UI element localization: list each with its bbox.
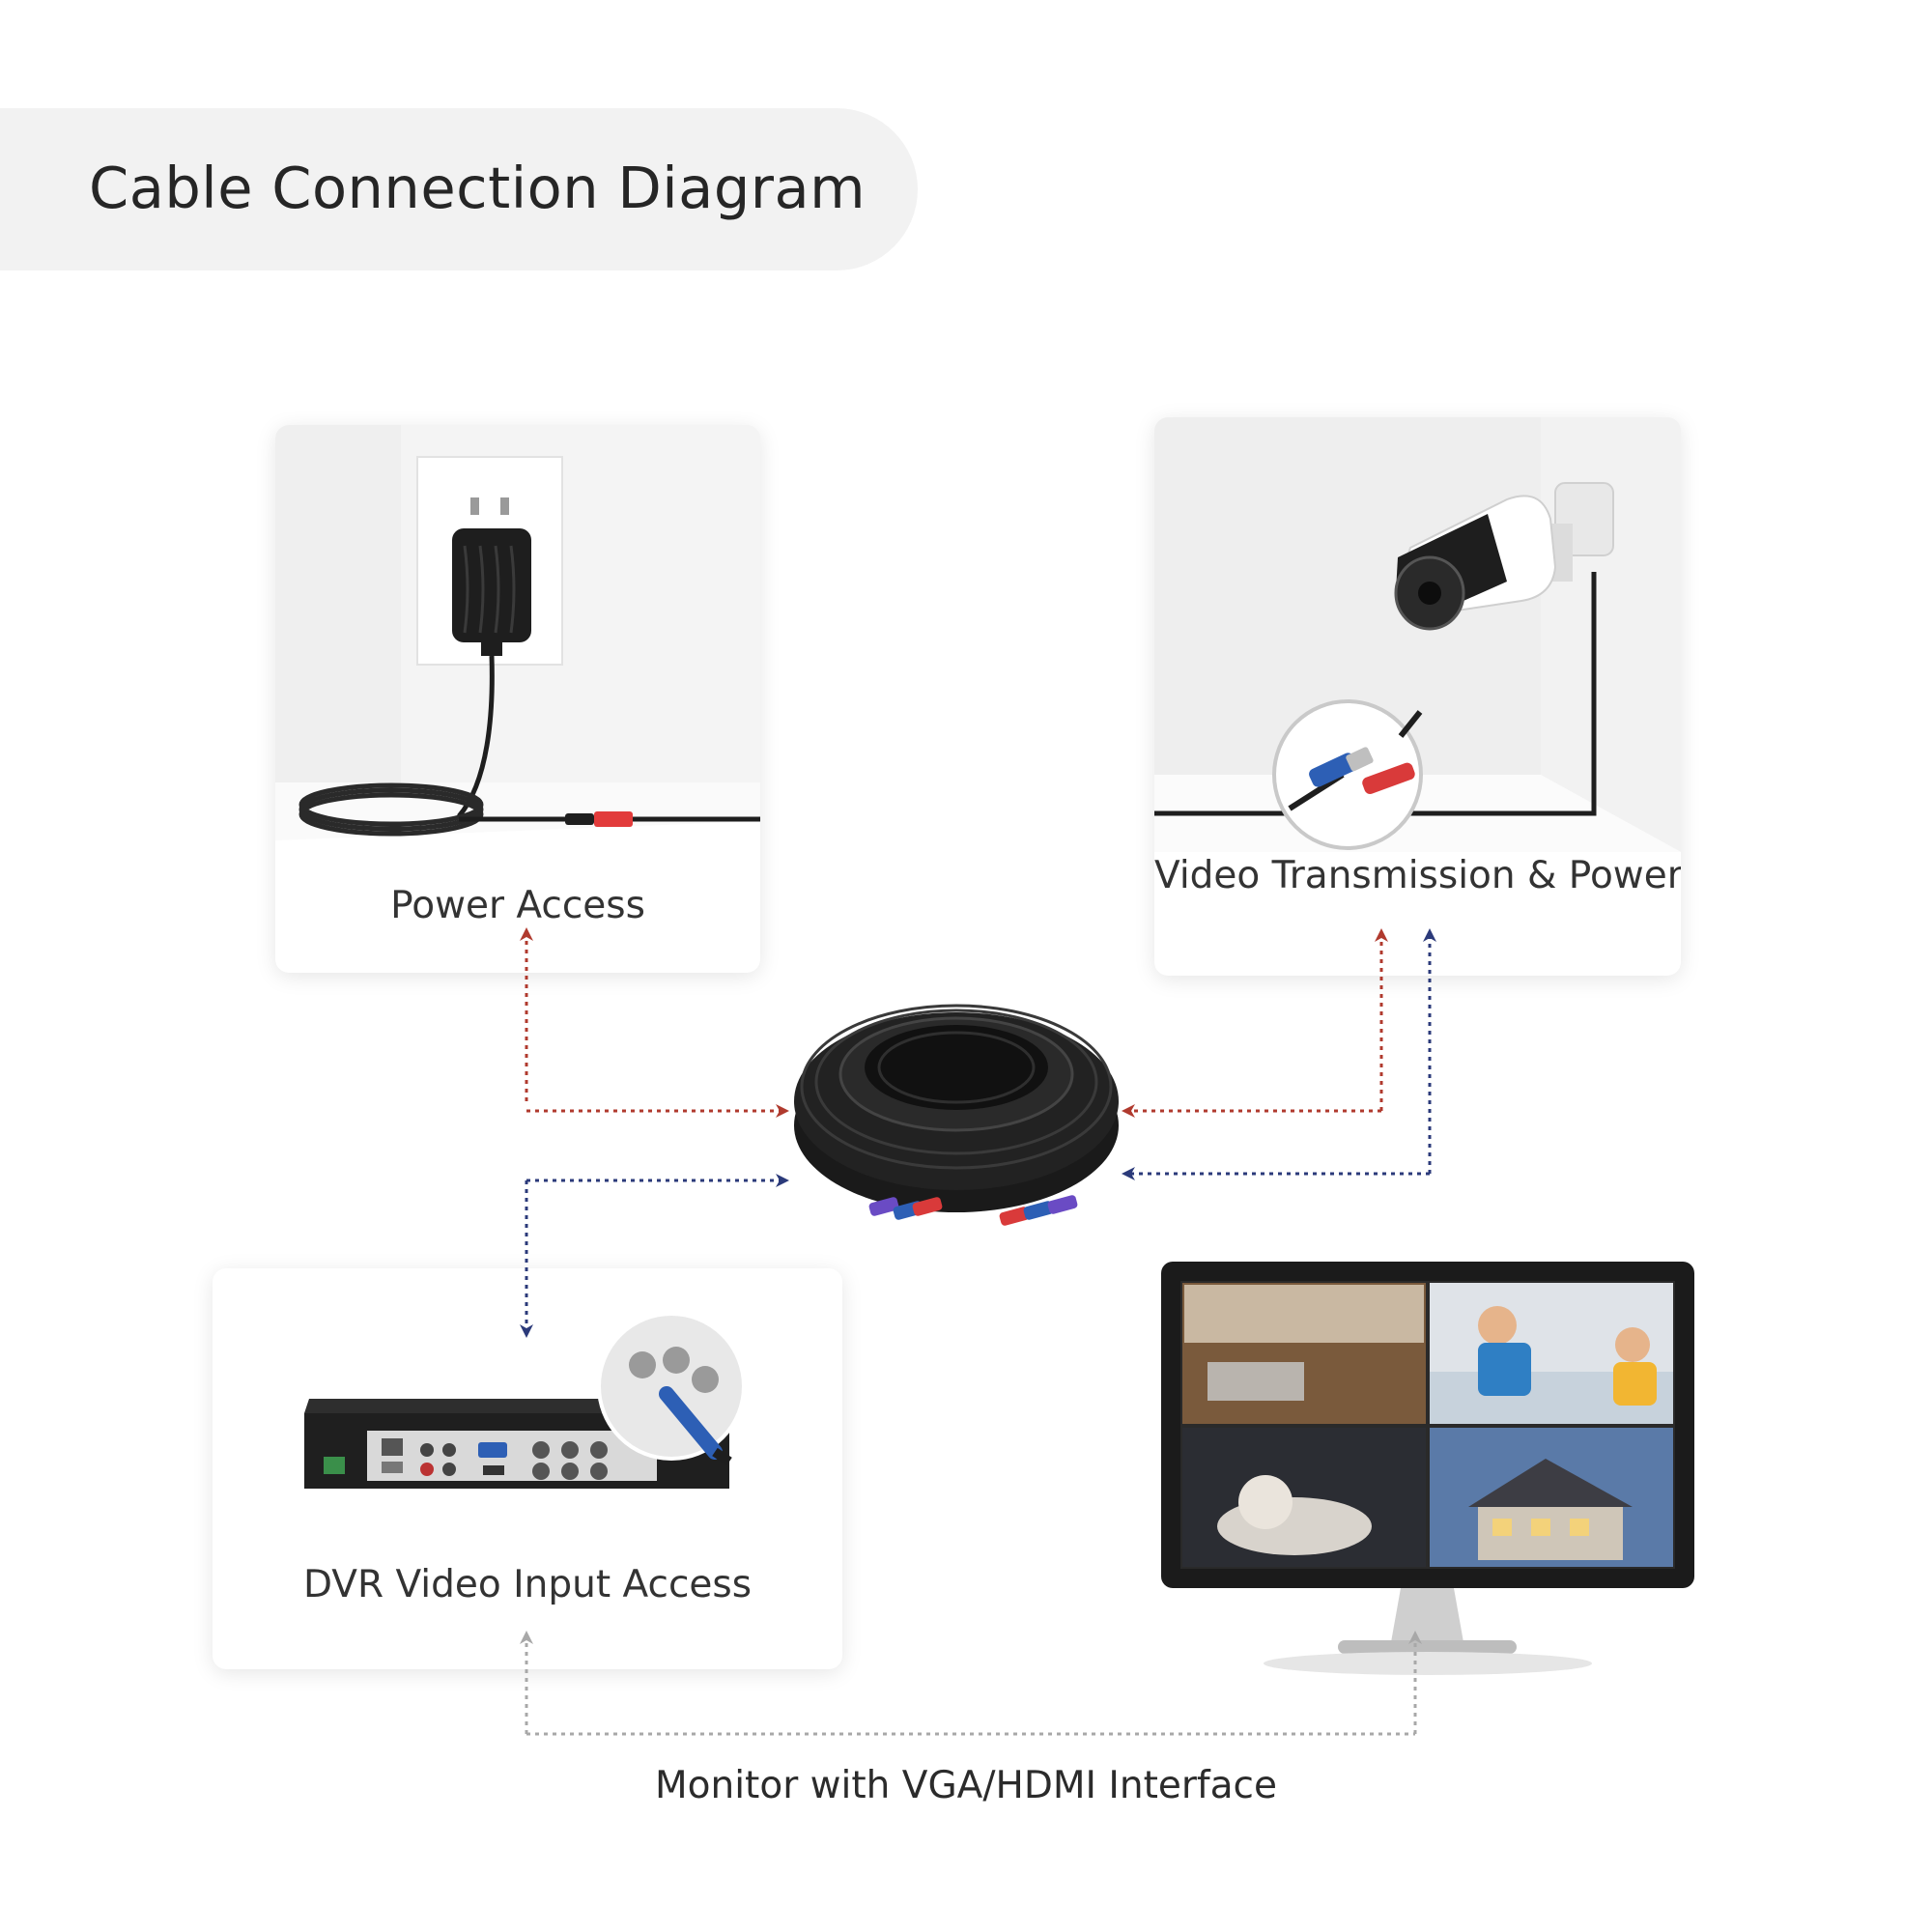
dvr-video-input-card: DVR Video Input Access	[213, 1268, 842, 1669]
bullet-camera-icon	[1394, 482, 1614, 631]
monitor-icon	[1161, 1262, 1694, 1675]
video-transmission-card: Video Transmission & Power	[1154, 417, 1681, 976]
power-access-card: Power Access	[275, 425, 760, 973]
monitor-caption: Monitor with VGA/HDMI Interface	[654, 1764, 1277, 1807]
title-banner	[0, 108, 918, 270]
dvr-illustration	[304, 1312, 746, 1489]
camera-illustration	[1154, 417, 1681, 852]
bnc-port-zoom-icon	[597, 1312, 746, 1466]
page-title: Cable Connection Diagram	[89, 155, 867, 221]
dvr-video-input-label: DVR Video Input Access	[302, 1563, 753, 1606]
video-transmission-label: Video Transmission & Power	[1154, 854, 1681, 897]
power-adapter-illustration	[275, 425, 760, 840]
dvr-recorder-icon	[304, 1399, 729, 1489]
bnc-cable-coil-icon	[794, 1004, 1119, 1226]
power-access-label: Power Access	[390, 884, 645, 927]
bnc-connector-zoom-icon	[1272, 699, 1423, 850]
